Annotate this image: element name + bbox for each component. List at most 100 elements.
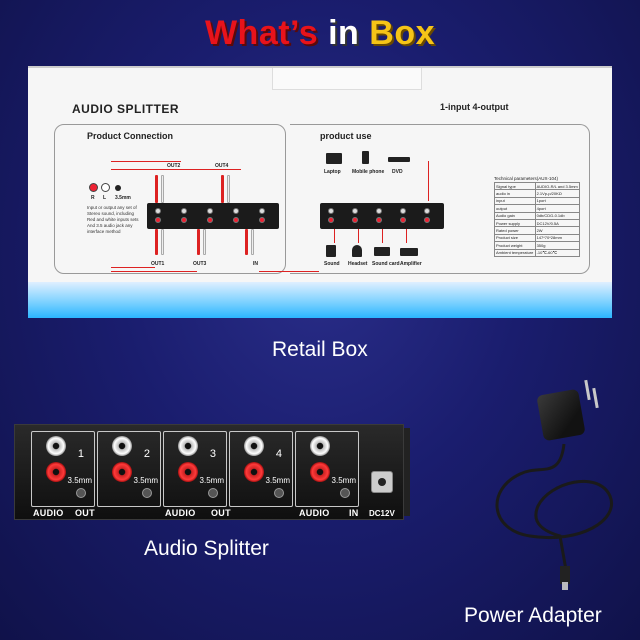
bay-mm-label: 3.5mm xyxy=(67,476,92,485)
bay-number: 4 xyxy=(275,448,282,460)
jack-icon xyxy=(424,208,430,214)
source-dvd: DVD xyxy=(392,169,403,175)
mini-jack-3-5mm xyxy=(142,488,152,498)
signal-arrow xyxy=(358,229,359,243)
jack-icon xyxy=(352,217,358,223)
mobile-phone-icon xyxy=(362,151,369,164)
bay-mm-label: 3.5mm xyxy=(265,476,290,485)
spec-value: 350g xyxy=(534,241,581,250)
red-cable xyxy=(155,229,158,255)
mini-jack-3-5mm xyxy=(340,488,350,498)
splitter-device-illustration xyxy=(147,203,279,229)
splitter-bottom-label: AUDIO xyxy=(165,508,196,518)
connection-note: Input or output any set of Stereo sound,… xyxy=(87,205,139,234)
red-cable xyxy=(155,175,158,203)
bay-number: 2 xyxy=(143,448,150,460)
white-cable xyxy=(161,229,164,255)
jack-icon xyxy=(181,208,187,214)
spec-value: 0db/CDG-0.1db xyxy=(534,211,581,220)
white-jack-icon xyxy=(101,183,110,192)
box-io-label: 1-input 4-output xyxy=(440,102,509,112)
spec-value: DC12V/0.5A xyxy=(534,218,581,228)
dest-headset: Headset xyxy=(348,261,368,267)
signal-arrow xyxy=(406,229,407,243)
barrel-tip xyxy=(562,582,568,590)
spec-key: Product weight xyxy=(494,241,536,250)
spec-key: output xyxy=(494,204,536,213)
jack-legend-r: R xyxy=(91,195,95,201)
label-out1: OUT1 xyxy=(151,261,165,267)
plug-prong xyxy=(584,379,591,401)
product-use-title: product use xyxy=(320,131,372,141)
jack-icon xyxy=(400,208,406,214)
signal-arrow xyxy=(111,271,197,272)
bay-number: 3 xyxy=(209,448,216,460)
barrel-plug xyxy=(560,566,570,584)
red-jack-icon xyxy=(89,183,98,192)
splitter-bay-5: 3.5mm xyxy=(295,431,359,507)
jack-icon xyxy=(233,208,239,214)
jack-icon xyxy=(259,217,265,223)
red-rca-jack xyxy=(244,462,264,482)
product-connection-panel: Product Connection R L 3.5mm Input or ou… xyxy=(54,124,319,274)
signal-arrow xyxy=(111,267,155,268)
red-rca-jack xyxy=(178,462,198,482)
product-use-panel: product use Laptop Mobile phone DVD Soun xyxy=(290,124,590,274)
splitter-bottom-label: AUDIO xyxy=(299,508,330,518)
white-cable xyxy=(203,229,206,255)
white-rca-jack xyxy=(112,436,132,456)
bay-mm-label: 3.5mm xyxy=(331,476,356,485)
jack-icon xyxy=(328,217,334,223)
jack-icon xyxy=(233,217,239,223)
dest-sound-card: Sound card xyxy=(372,261,400,267)
dest-sound: Sound xyxy=(324,261,340,267)
white-cable xyxy=(251,229,254,255)
source-mobile-phone: Mobile phone xyxy=(352,169,385,175)
jack-icon xyxy=(155,208,161,214)
dc-power-jack xyxy=(371,471,393,493)
spec-value: 4port xyxy=(534,204,581,213)
splitter-bottom-label: AUDIO xyxy=(33,508,64,518)
white-cable xyxy=(161,175,164,203)
signal-arrow xyxy=(334,229,335,243)
title-word-in: in xyxy=(328,14,360,52)
splitter-bay-4: 4 3.5mm xyxy=(229,431,293,507)
signal-arrow xyxy=(259,271,319,272)
spec-key: input xyxy=(494,196,536,206)
mini-jack-3-5mm xyxy=(274,488,284,498)
label-out2: OUT2 xyxy=(167,163,181,169)
splitter-bay-2: 2 3.5mm xyxy=(97,431,161,507)
spec-value: 1port xyxy=(534,196,581,206)
signal-arrow xyxy=(428,161,429,201)
red-cable xyxy=(221,175,224,203)
laptop-icon xyxy=(326,153,342,164)
audio-splitter-caption: Audio Splitter xyxy=(144,537,269,560)
jack-icon xyxy=(181,217,187,223)
jack-icon xyxy=(328,208,334,214)
amplifier-icon xyxy=(400,248,418,256)
spec-value: 2.1Vp-p/20KΩ xyxy=(534,189,581,198)
page-title: What’s in Box xyxy=(0,14,640,53)
spec-title: Technical parameters(AUX-104) xyxy=(494,176,559,181)
white-rca-jack xyxy=(244,436,264,456)
dvd-icon xyxy=(388,157,410,162)
jack-icon xyxy=(207,217,213,223)
white-rca-jack xyxy=(46,436,66,456)
power-adapter-caption: Power Adapter xyxy=(464,604,602,627)
signal-arrow xyxy=(382,229,383,243)
splitter-bottom-label: IN xyxy=(349,508,359,518)
spec-value: AUDIO-R/L and 3.5mm xyxy=(534,181,581,191)
bay-mm-label: 3.5mm xyxy=(133,476,158,485)
spec-key: Product size xyxy=(494,233,536,243)
red-cable xyxy=(197,229,200,255)
spec-row: Ambient temperature-10℃-60℃ xyxy=(494,248,581,257)
bay-mm-label: 3.5mm xyxy=(199,476,224,485)
spec-key: Power supply xyxy=(494,218,536,228)
